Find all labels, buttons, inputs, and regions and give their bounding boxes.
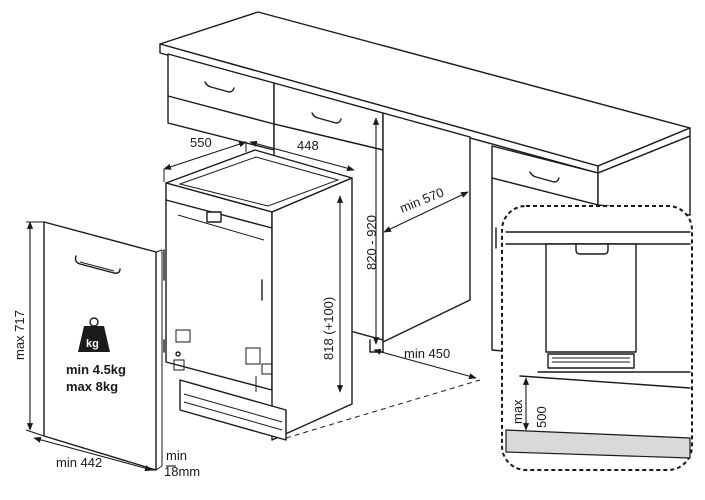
dimension-thickness-min: min: [166, 448, 187, 463]
weight-icon-label: kg: [86, 338, 99, 350]
detail-callout: [501, 205, 693, 471]
dimension-plinth-max: max: [510, 399, 525, 424]
dimension-line-door-width: [33, 436, 153, 472]
dishwasher-body: [163, 149, 353, 441]
door-weight-max: max 8kg: [66, 379, 118, 394]
dimension-818: 818 (+100): [321, 297, 336, 360]
dimension-line-width: [249, 140, 355, 172]
dimension-thickness-18mm: 18mm: [164, 464, 200, 479]
dimension-line-niche-depth: [383, 191, 469, 233]
dimension-min-442: min 442: [56, 455, 102, 470]
dimension-550: 550: [190, 135, 212, 150]
door-weight-min: min 4.5kg: [66, 362, 126, 377]
dimension-plinth-500: 500: [534, 406, 549, 428]
dimension-line-min-450: [373, 348, 477, 380]
dimension-max-717: max 717: [12, 310, 27, 360]
dimension-820-920: 820 - 920: [364, 215, 379, 270]
dimension-448: 448: [297, 138, 319, 153]
weight-icon: [78, 317, 110, 352]
dimension-min-450: min 450: [404, 346, 450, 361]
dimension-line-depth: [163, 141, 247, 170]
